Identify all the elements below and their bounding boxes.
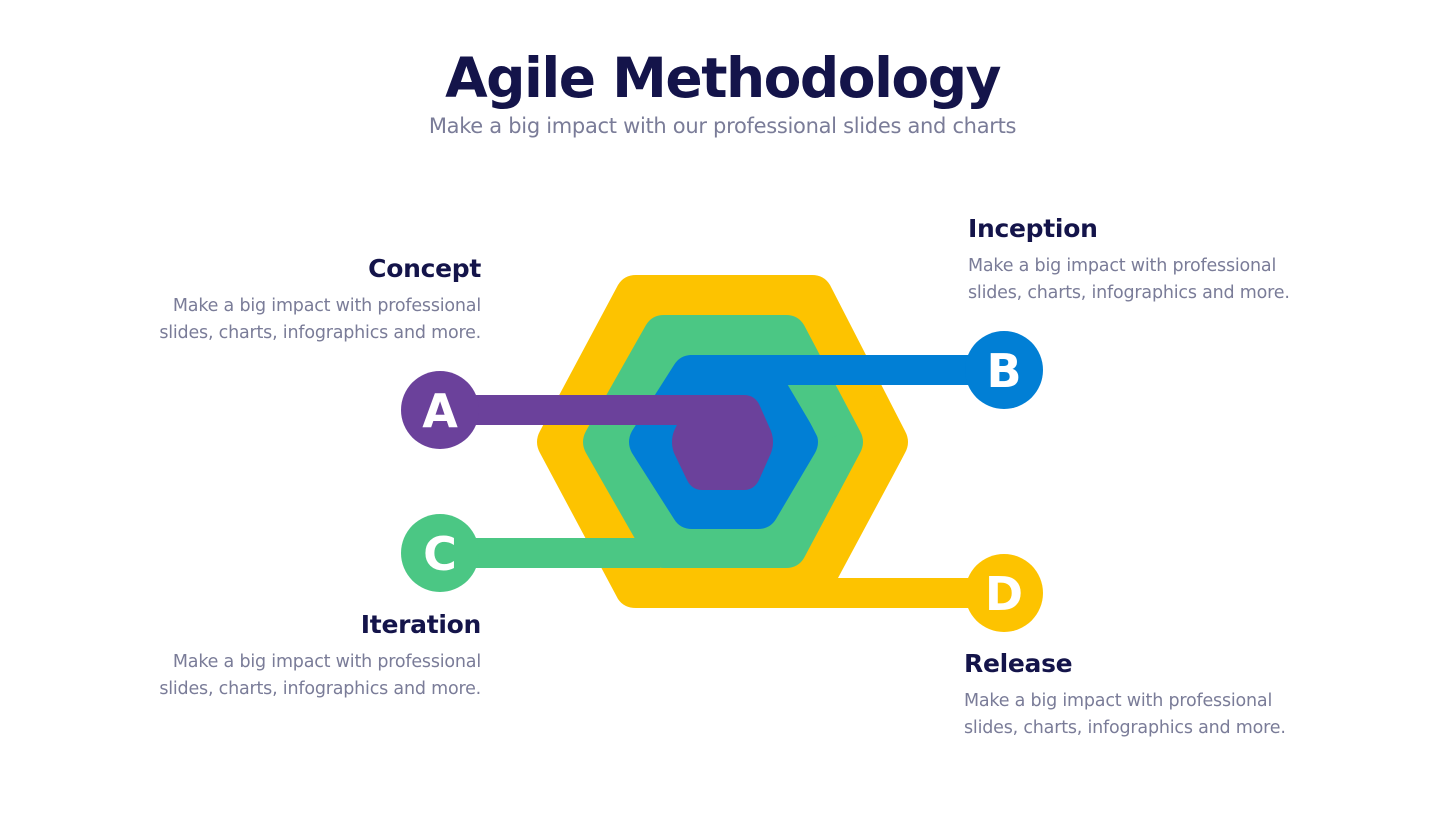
badge-c: C bbox=[401, 514, 479, 592]
step-inception: Inception Make a big impact with profess… bbox=[968, 214, 1348, 307]
step-description: Make a big impact with professional slid… bbox=[964, 691, 1286, 738]
step-release: Release Make a big impact with professio… bbox=[964, 649, 1344, 742]
step-description: Make a big impact with professional slid… bbox=[159, 652, 481, 699]
svg-text:B: B bbox=[986, 344, 1021, 398]
svg-text:A: A bbox=[422, 384, 458, 438]
gap-inception-yellow bbox=[838, 385, 893, 442]
gap-inception bbox=[791, 385, 849, 442]
page-title: Agile Methodology bbox=[445, 46, 1001, 110]
step-description: Make a big impact with professional slid… bbox=[159, 296, 481, 343]
step-title: Iteration bbox=[360, 610, 482, 639]
page-subtitle: Make a big impact with our professional … bbox=[428, 114, 1017, 138]
step-description: Make a big impact with professional slid… bbox=[968, 256, 1290, 303]
gap-inception-white bbox=[883, 385, 1000, 431]
step-title: Release bbox=[964, 649, 1073, 678]
step-title: Inception bbox=[968, 214, 1098, 243]
badge-b: B bbox=[965, 331, 1043, 409]
badge-a: A bbox=[401, 371, 479, 449]
svg-text:D: D bbox=[985, 567, 1023, 621]
svg-text:C: C bbox=[423, 527, 457, 581]
step-concept: Concept Make a big impact with professio… bbox=[101, 254, 481, 347]
step-iteration: Iteration Make a big impact with profess… bbox=[101, 610, 481, 703]
connector-concept bbox=[440, 395, 710, 425]
badge-d: D bbox=[965, 554, 1043, 632]
gap-release bbox=[838, 442, 1000, 578]
connector-inception bbox=[690, 355, 1010, 385]
step-title: Concept bbox=[368, 254, 481, 283]
